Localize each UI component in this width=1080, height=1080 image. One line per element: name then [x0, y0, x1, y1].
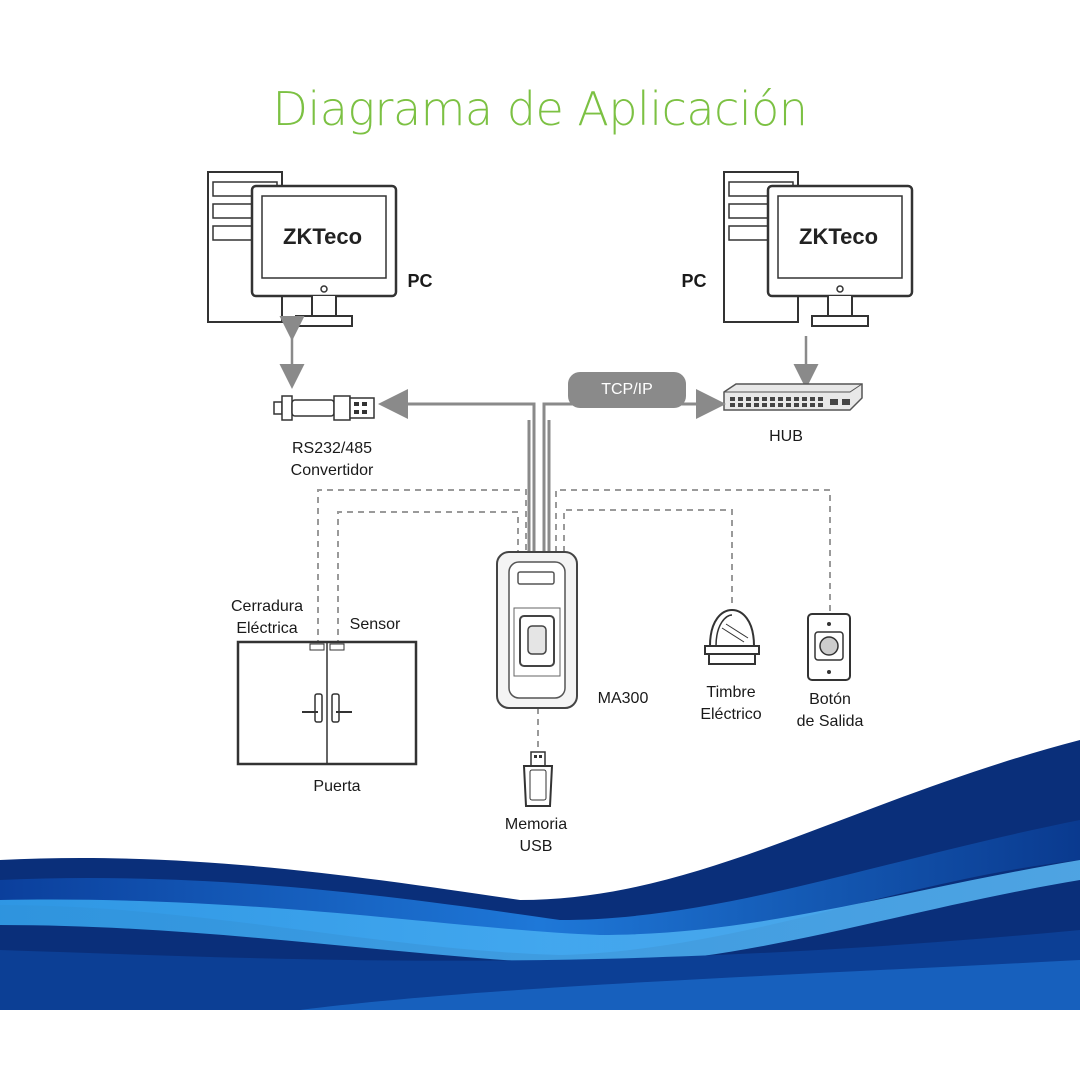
pc-left-label: PC	[407, 271, 433, 291]
rs232-converter-icon	[273, 395, 375, 421]
bell-label-line1: Timbre	[706, 684, 756, 701]
lock-label-line2: Eléctrica	[236, 620, 298, 637]
hub-icon	[723, 383, 863, 411]
sensor-label: Sensor	[349, 616, 401, 633]
hub-label: HUB	[769, 428, 803, 445]
device-label: MA300	[597, 690, 649, 707]
pc-right-computer	[723, 171, 914, 327]
pc-right-label: PC	[681, 271, 707, 291]
bell-label-line2: Eléctrico	[700, 706, 762, 723]
exit-button-icon	[807, 613, 851, 681]
electric-bell-icon	[704, 608, 760, 665]
door-label: Puerta	[313, 778, 361, 795]
exit-label-line2: de Salida	[796, 713, 864, 730]
tcp-ip-badge: TCP/IP	[568, 372, 686, 408]
converter-label-line1: RS232/485	[291, 440, 373, 457]
ma300-device-icon	[496, 551, 578, 709]
device-data-lines	[378, 389, 726, 552]
usb-stick-icon	[522, 751, 554, 807]
usb-label-line1: Memoria	[504, 816, 568, 833]
exit-label-line1: Botón	[809, 691, 851, 708]
diagram-title: Diagrama de Aplicación	[272, 82, 808, 136]
zkteco-logo-left: ZKTeco	[283, 224, 362, 249]
converter-label-line2: Convertidor	[290, 462, 374, 479]
dashed-wiring	[317, 489, 831, 756]
zkteco-logo-right: ZKTeco	[799, 224, 878, 249]
decorative-wave	[0, 740, 1080, 1010]
pc-left-computer	[207, 171, 398, 327]
usb-label-line2: USB	[519, 838, 553, 855]
door-icon	[236, 640, 418, 766]
lock-label-line1: Cerradura	[230, 598, 304, 615]
